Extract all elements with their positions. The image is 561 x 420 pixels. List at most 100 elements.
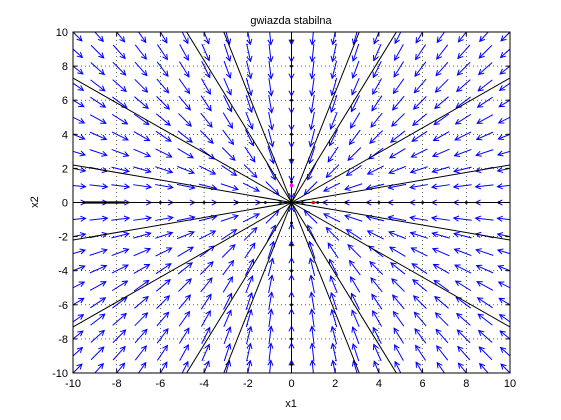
field-arrow [478,362,489,373]
x-axis-label: x1 [285,398,297,410]
field-arrow [431,231,450,239]
field-arrow [432,131,450,142]
field-arrow [309,32,316,46]
field-arrow [388,165,406,175]
field-arrow [134,345,147,361]
field-arrow [90,62,106,76]
field-arrow [221,147,236,162]
field-arrow [303,209,318,224]
field-arrow [111,231,130,239]
field-arrow [330,77,338,97]
x-tick-label: -6 [156,378,166,390]
field-arrow [112,96,128,109]
trajectory-dot [290,39,293,42]
field-arrow [244,242,256,259]
field-arrow [111,148,130,157]
field-arrow [112,61,127,76]
trajectory-17 [186,32,292,203]
y-tick-label: 8 [62,61,68,73]
field-arrow [329,112,338,130]
field-arrow [329,275,338,293]
field-arrow [267,291,274,311]
field-arrow [348,129,361,146]
field-arrow [434,96,449,110]
field-arrow [89,149,108,157]
field-arrow [133,215,153,222]
field-arrow [90,297,107,309]
field-arrow [111,166,130,174]
field-arrow [415,44,427,61]
y-axis-label: x2 [29,196,41,208]
field-arrow [412,113,428,127]
field-arrow [89,131,108,141]
field-arrow [267,43,274,63]
field-arrow [351,309,360,328]
field-arrow [431,166,450,174]
field-arrow [89,215,109,222]
field-arrow [156,344,168,361]
field-arrow [133,279,150,292]
field-arrow [453,148,472,157]
field-arrow [307,146,316,165]
field-arrow [94,32,105,43]
trajectory-dot [377,201,381,204]
field-arrow [345,164,362,176]
field-arrow [412,278,428,292]
field-arrow [223,326,232,345]
field-arrow [478,346,493,361]
field-arrow [329,291,338,311]
field-arrow [246,325,253,345]
field-arrow [220,183,239,191]
field-arrow [350,112,361,129]
trajectory-dot [290,363,293,366]
trajectory-dot [464,201,468,204]
field-arrow [156,327,169,344]
field-arrow [499,346,510,357]
field-arrow [414,61,427,78]
trajectory-dot [290,337,293,341]
field-arrow [156,311,170,327]
field-arrow [201,326,211,344]
y-tick-label: -2 [58,232,68,244]
field-arrow [244,129,255,147]
field-arrow [372,43,382,62]
field-arrow [244,146,256,163]
trajectory-4 [291,77,510,203]
field-arrow [267,325,274,345]
field-arrow [309,77,316,97]
field-arrow [155,130,172,142]
field-arrow [457,362,467,373]
field-arrow [415,344,427,361]
field-arrow [73,297,85,306]
field-arrow [498,99,510,108]
field-arrow [201,61,211,79]
field-arrow [267,94,274,114]
field-arrow [325,226,340,241]
field-arrow [90,79,106,92]
field-arrow [199,130,214,144]
trajectory-19 [186,202,292,373]
field-arrow [134,96,149,110]
field-arrow [268,111,275,131]
field-arrow [133,247,152,257]
field-arrow [200,112,213,128]
field-arrow [372,61,382,79]
field-arrow [412,295,427,309]
field-arrow [496,232,510,239]
field-arrow [134,328,148,344]
field-arrow [246,32,253,46]
trajectory-10 [73,164,292,203]
field-arrow [223,342,232,362]
field-arrow [245,94,254,114]
field-arrow [155,247,173,257]
field-arrow [350,292,360,310]
trajectory-dot [290,221,293,225]
field-arrow [475,131,494,141]
field-arrow [73,314,85,323]
field-arrow [308,111,315,131]
field-arrow [73,183,87,190]
field-arrow [328,258,339,276]
trajectory-dot [202,201,206,204]
